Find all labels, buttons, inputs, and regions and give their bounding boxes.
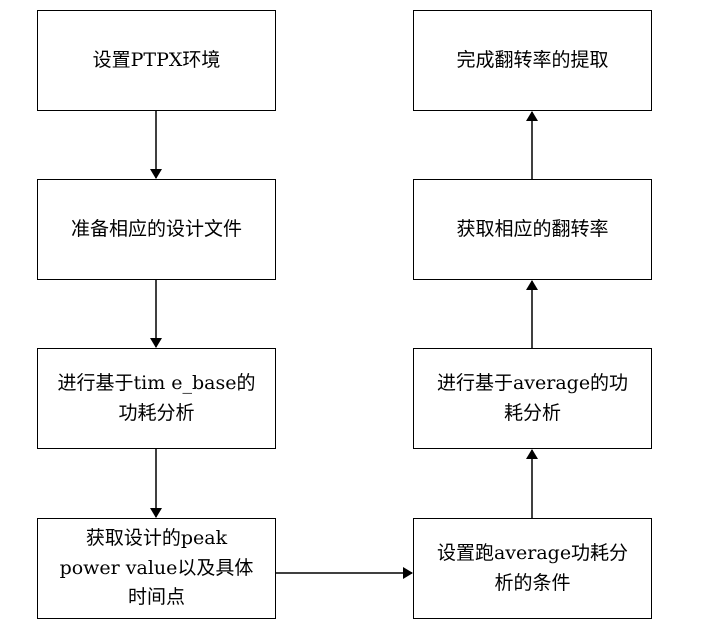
step-time-based-analysis-box: 进行基于tim e_base的 功耗分析 xyxy=(37,348,276,449)
step-prepare-design-files-box: 准备相应的设计文件 xyxy=(37,179,276,280)
step-get-toggle-rate-box: 获取相应的翻转率 xyxy=(413,179,652,280)
step-complete-toggle-extraction-box: 完成翻转率的提取 xyxy=(413,10,652,111)
step-get-peak-power-box: 获取设计的peak power value以及具体 时间点 xyxy=(37,518,276,619)
step-set-average-conditions-box: 设置跑average功耗分 析的条件 xyxy=(413,518,652,619)
step-setup-ptpx-box: 设置PTPX环境 xyxy=(37,10,276,111)
step-average-analysis-box: 进行基于average的功 耗分析 xyxy=(413,348,652,449)
